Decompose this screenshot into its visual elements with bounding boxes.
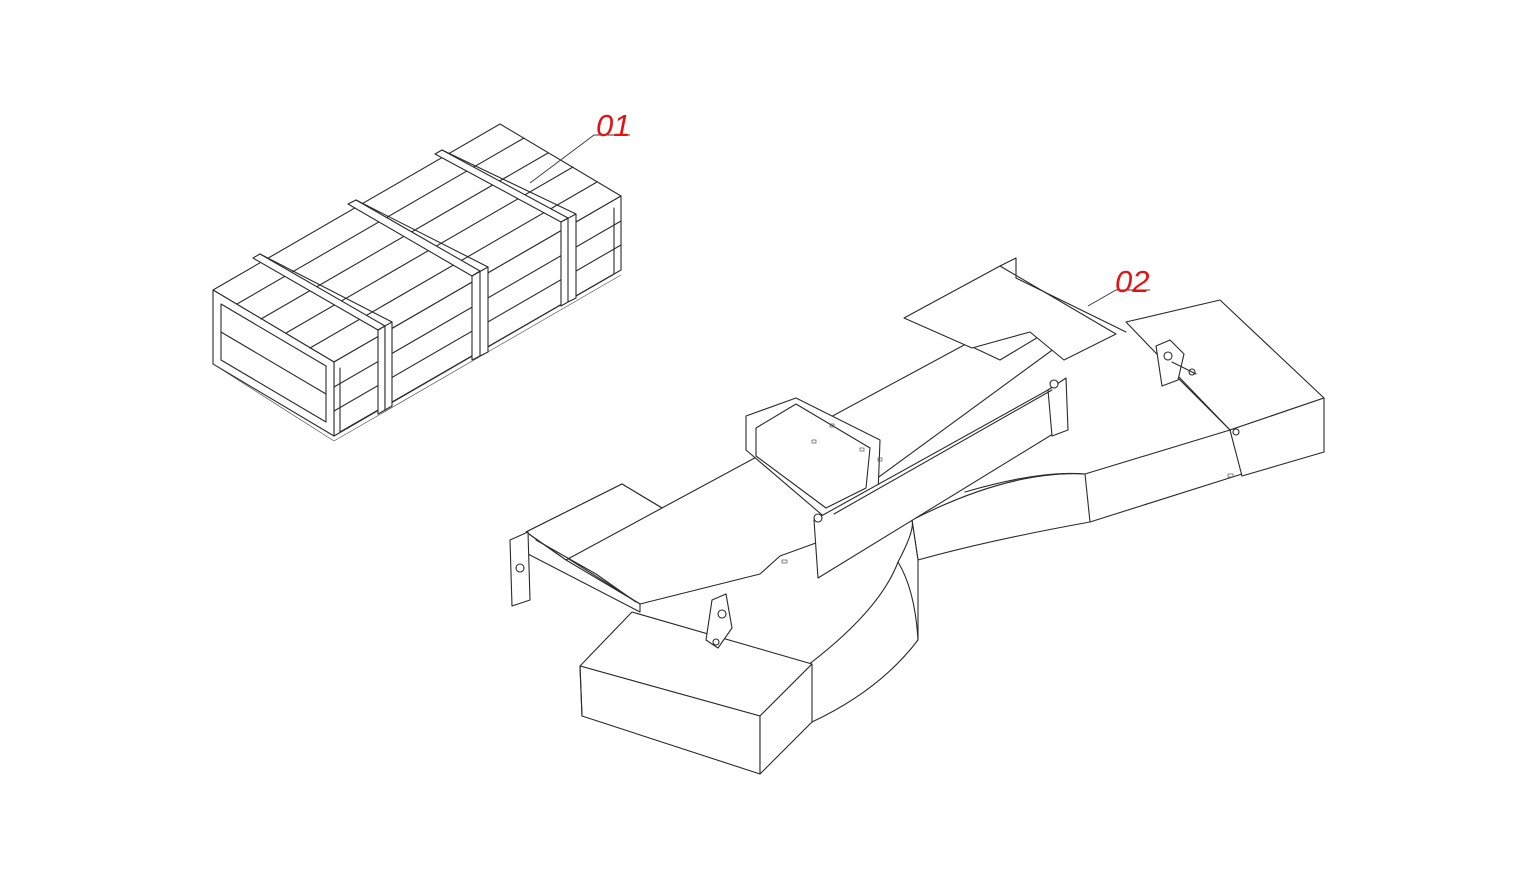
callout-01-leader [529, 134, 630, 184]
wooden-crate [212, 123, 622, 442]
callout-01-label: 01 [596, 108, 631, 143]
callout-02-leader [1087, 289, 1150, 307]
cable-tray-cross-fitting [509, 257, 1325, 775]
callout-02-label: 02 [1115, 264, 1150, 299]
